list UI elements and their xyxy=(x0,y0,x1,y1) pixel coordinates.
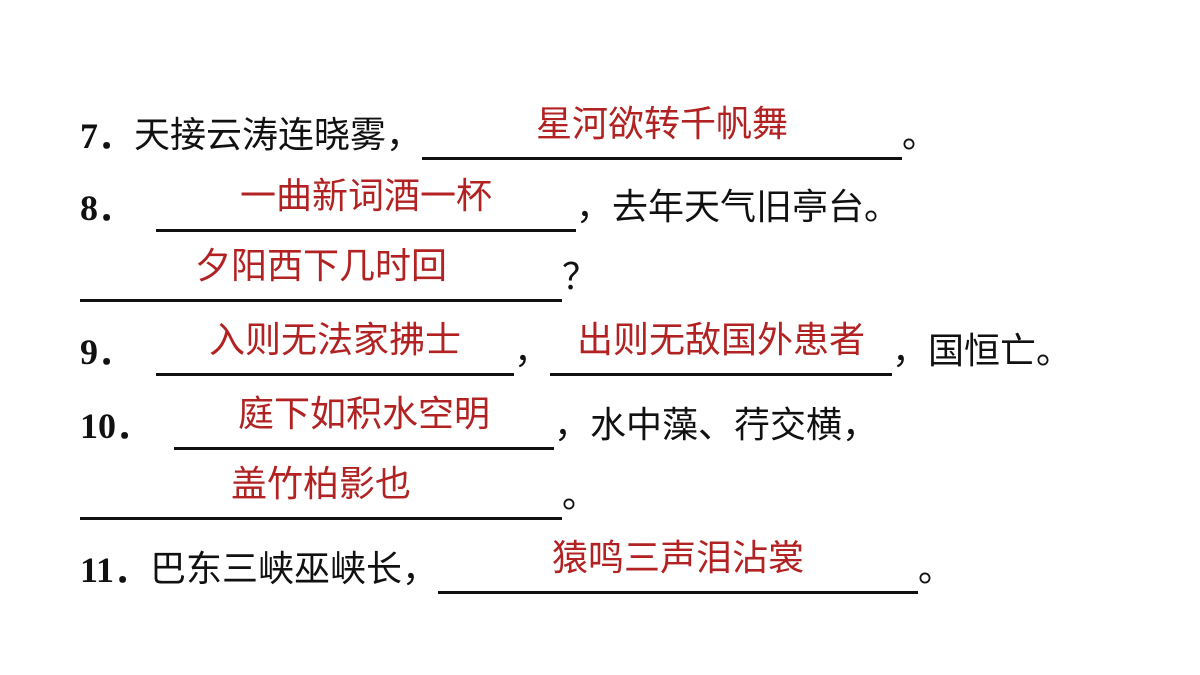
question-text: ？ xyxy=(562,257,599,298)
question-7-line: 7． 天接云涛连晓雾， 星河欲转千帆舞 。 xyxy=(80,104,939,160)
question-text: ，国恒亡。 xyxy=(892,331,1073,372)
question-number: 11． xyxy=(80,550,151,590)
question-text: 。 xyxy=(562,475,599,516)
answer-blank[interactable]: 出则无敌国外患者 xyxy=(550,320,893,376)
question-text: 。 xyxy=(902,115,939,156)
question-10-continuation-line: 盖竹柏影也 。 xyxy=(80,467,599,520)
answer-blank[interactable]: 星河欲转千帆舞 xyxy=(422,104,903,160)
answer-blank[interactable]: 庭下如积水空明 xyxy=(174,394,555,450)
question-11-line: 11． 巴东三峡巫峡长， 猿鸣三声泪沾裳 。 xyxy=(80,538,955,594)
answer-blank[interactable]: 夕阳西下几时回 xyxy=(80,249,562,302)
question-text: ，去年天气旧亭台。 xyxy=(576,187,901,228)
answer-text: 庭下如积水空明 xyxy=(238,394,491,435)
question-text: ，水中藻、荇交横， xyxy=(554,405,879,446)
question-10-line: 10． 庭下如积水空明 ，水中藻、荇交横， xyxy=(80,394,879,450)
answer-text: 出则无敌国外患者 xyxy=(577,320,866,361)
answer-blank[interactable]: 一曲新词酒一杯 xyxy=(156,176,577,232)
question-8-continuation-line: 夕阳西下几时回 ？ xyxy=(80,249,599,302)
question-number: 10． xyxy=(80,406,153,446)
answer-text: 星河欲转千帆舞 xyxy=(536,104,789,145)
question-text: 。 xyxy=(918,549,955,590)
question-number: 8． xyxy=(80,188,135,228)
question-text: ， xyxy=(514,331,551,372)
question-text: 巴东三峡巫峡长， xyxy=(150,549,439,590)
answer-text: 猿鸣三声泪沾裳 xyxy=(552,538,805,579)
question-number: 9． xyxy=(80,332,135,372)
answer-blank[interactable]: 入则无法家拂士 xyxy=(156,320,515,376)
answer-text: 入则无法家拂士 xyxy=(209,320,462,361)
answer-text: 一曲新词酒一杯 xyxy=(240,176,493,217)
answer-text: 盖竹柏影也 xyxy=(230,464,411,505)
answer-blank[interactable]: 猿鸣三声泪沾裳 xyxy=(438,538,919,594)
question-9-line: 9． 入则无法家拂士 ， 出则无敌国外患者 ，国恒亡。 xyxy=(80,320,1073,376)
answer-blank[interactable]: 盖竹柏影也 xyxy=(80,467,562,520)
question-8-line: 8． 一曲新词酒一杯 ，去年天气旧亭台。 xyxy=(80,176,901,232)
question-number: 7． xyxy=(80,116,135,156)
question-text: 天接云涛连晓雾， xyxy=(134,115,423,156)
answer-text: 夕阳西下几时回 xyxy=(194,246,447,287)
